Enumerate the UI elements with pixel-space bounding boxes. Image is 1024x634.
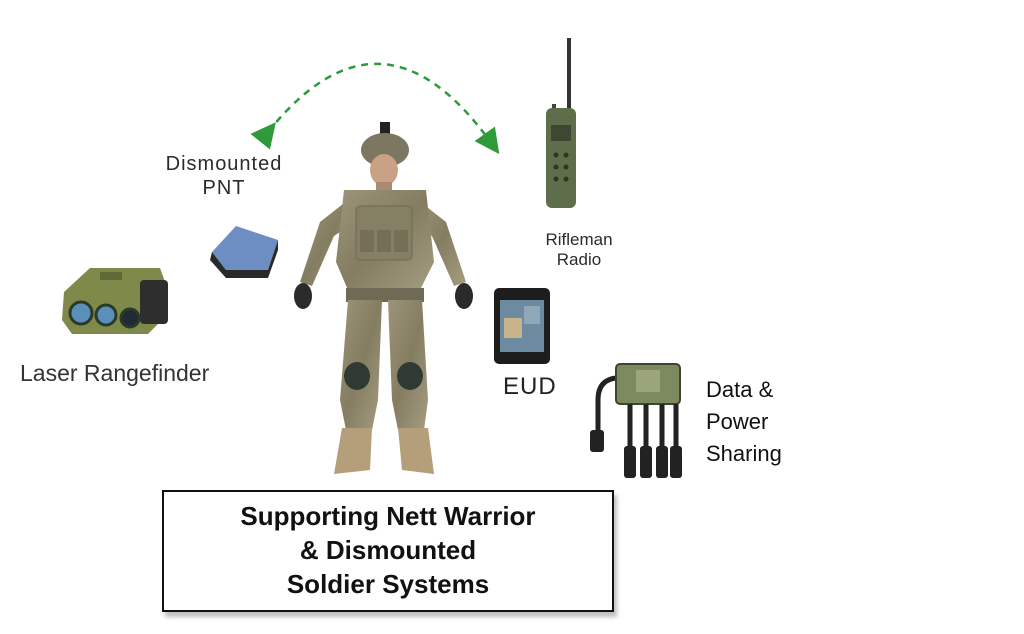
caption-line2: & Dismounted [299,535,477,566]
caption-line1: Supporting Nett Warrior [240,501,536,532]
radio-label-line1: Rifleman [545,230,613,249]
eud-label: EUD [503,373,557,400]
data-label-line1: Data & [706,377,774,402]
data-power-label: Data & Power Sharing [706,374,782,470]
data-power-hub [590,363,682,478]
rangefinder-label: Laser Rangefinder [20,360,210,386]
radio-label: Rifleman Radio [524,230,634,271]
laser-rangefinder [62,268,168,334]
pnt-label-line2: PNT [202,177,246,199]
caption-line3: Soldier Systems [286,568,490,599]
pnt-label-line1: Dismounted [165,153,283,175]
soldier-figure [294,122,473,474]
data-label-line3: Sharing [706,440,782,466]
caption-box: Supporting Nett Warrior & Dismounted Sol… [162,490,614,612]
radio-label-line2: Radio [556,250,602,270]
data-label-line2: Power [706,408,769,434]
rifleman-radio [546,38,576,208]
link-arrow [250,62,500,155]
eud-phone [494,288,550,364]
pnt-label: Dismounted PNT [140,152,308,200]
pnt-device [210,226,278,278]
